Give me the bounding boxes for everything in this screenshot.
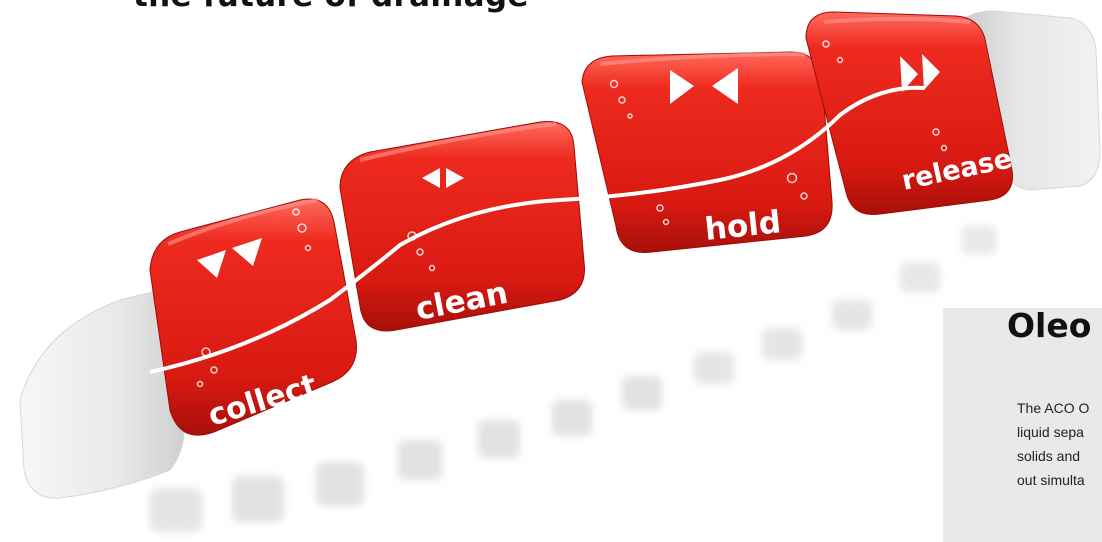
panel-line-3: solids and (1017, 448, 1080, 464)
panel-title: Oleo (1007, 308, 1091, 345)
panel-line-4: out simulta (1017, 472, 1085, 488)
panel-line-1: The ACO O (1017, 400, 1089, 416)
step-label-hold: hold (703, 204, 783, 248)
panel-line-2: liquid sepa (1017, 424, 1084, 440)
info-panel: Oleo The ACO O liquid sepa solids and ou… (943, 308, 1102, 542)
